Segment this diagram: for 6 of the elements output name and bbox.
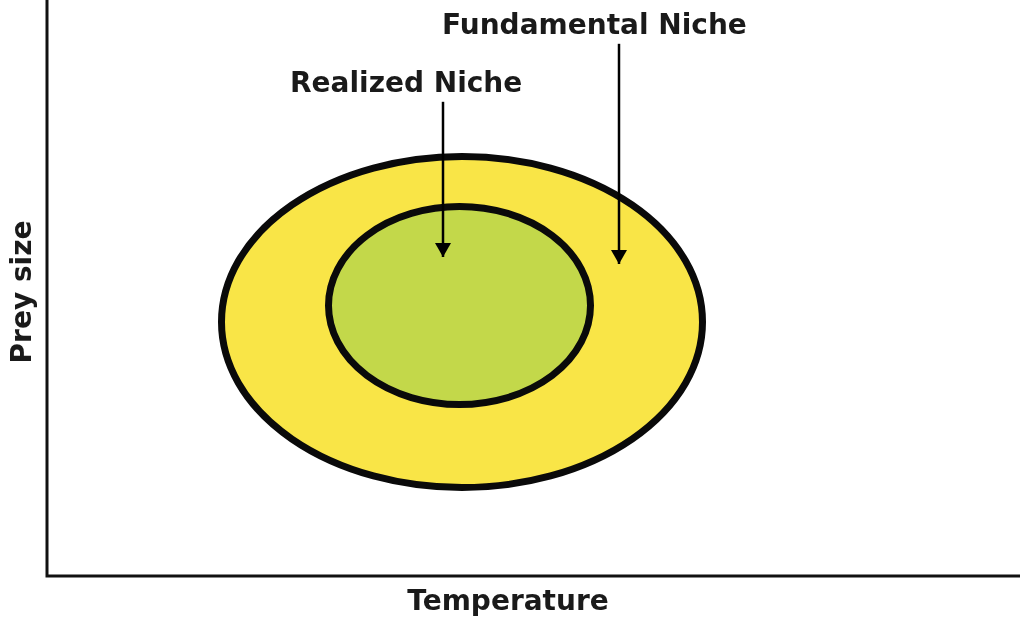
callout-label: Fundamental Niche: [442, 10, 747, 41]
axis-label: Temperature: [407, 585, 609, 617]
callout-label: Realized Niche: [290, 68, 523, 99]
axis-label: Prey size: [6, 220, 38, 364]
leader-arrow: [435, 101, 451, 257]
leader-arrow: [611, 43, 627, 264]
